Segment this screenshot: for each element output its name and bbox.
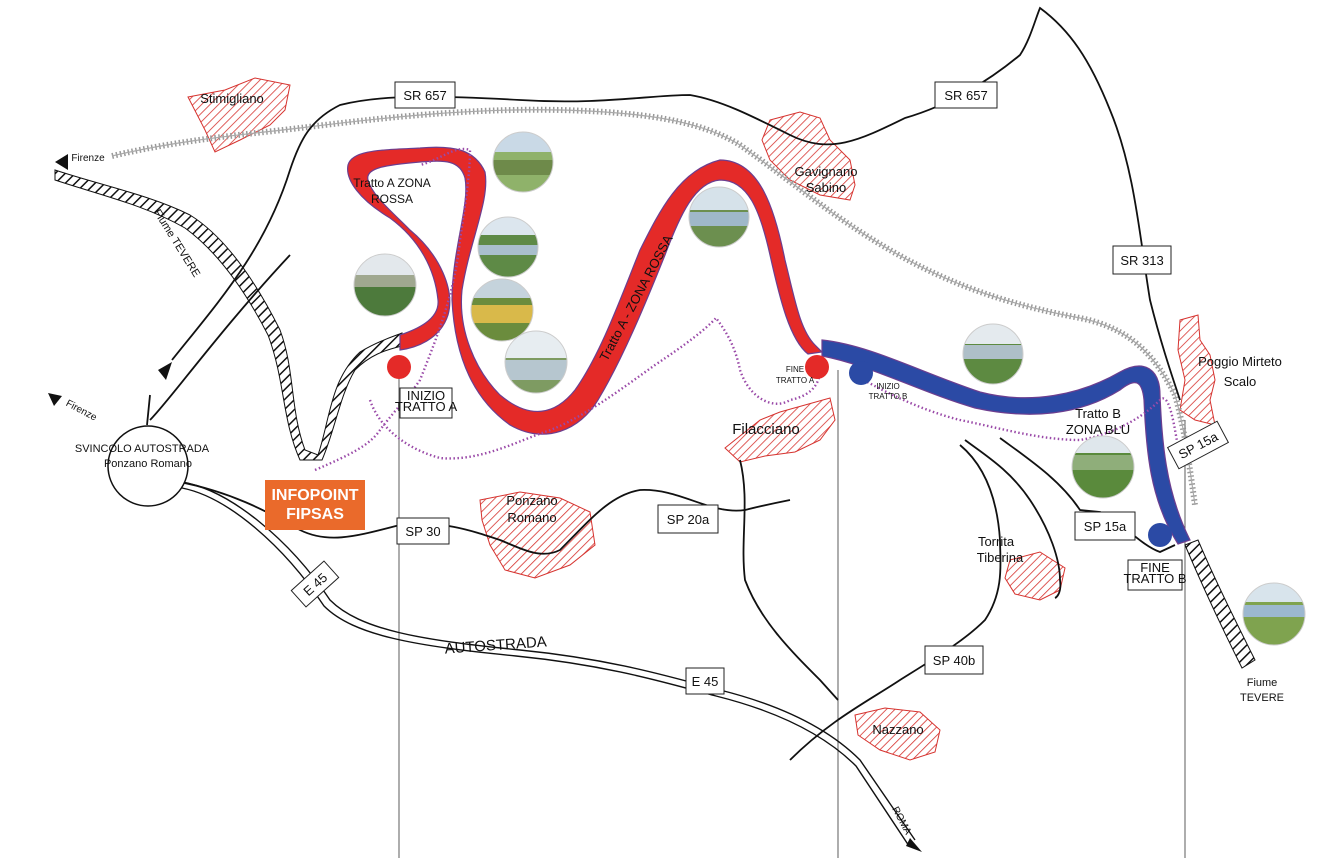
fine-a-dot <box>805 355 829 379</box>
label-fine-a-2: TRATTO A <box>776 376 815 385</box>
road-svincolo <box>146 254 291 426</box>
road-sp15a <box>999 437 1176 553</box>
label-gavignano-1: Gavignano <box>795 164 858 179</box>
label-ponzano-1: Ponzano <box>506 493 557 508</box>
label-sp15a-bottom: SP 15a <box>1074 511 1136 541</box>
road-torrita <box>964 439 1062 599</box>
road-filacciano-south <box>739 459 839 701</box>
label-nazzano: Nazzano <box>872 722 923 737</box>
label-inizio-b-1: INIZIO <box>876 382 900 391</box>
photo-4 <box>354 254 416 316</box>
photo-7 <box>963 324 1023 384</box>
label-fiume-2: TEVERE <box>1240 692 1284 704</box>
label-stimigliano: Stimigliano <box>200 91 264 106</box>
town-filacciano <box>724 397 836 463</box>
road-sr657 <box>171 6 1181 401</box>
photo-9 <box>1243 583 1305 645</box>
label-sr313: SR 313 <box>1112 245 1172 275</box>
arrow-north-icon <box>158 362 172 380</box>
label-sp15a-top: SP 15a <box>1166 420 1230 470</box>
zona-rossa-river <box>347 146 824 435</box>
svg-text:SP 15a: SP 15a <box>1084 519 1127 534</box>
infopoint-line1: INFOPOINT <box>271 487 359 504</box>
zona-blu-river <box>821 339 1191 545</box>
svg-text:TRATTO B: TRATTO B <box>1123 571 1186 586</box>
town-areas <box>187 77 1216 761</box>
photo-thumbnails <box>353 131 1306 646</box>
label-firenze-top: Firenze <box>71 153 105 164</box>
svg-text:SP 20a: SP 20a <box>667 512 710 527</box>
fine-b-dot <box>1148 523 1172 547</box>
grid-lines <box>398 370 1186 858</box>
photo-5 <box>471 279 533 341</box>
svg-text:TRATTO A: TRATTO A <box>395 399 458 414</box>
label-torrita-2: Tiberina <box>977 550 1024 565</box>
roads <box>146 6 1181 761</box>
road-sp40b <box>789 444 1002 761</box>
label-sp40b: SP 40b <box>924 645 984 675</box>
label-autostrada: AUTOSTRADA <box>444 633 547 657</box>
label-tratto-a-2: ROSSA <box>371 192 413 206</box>
arrow-firenze-left-icon <box>48 393 62 406</box>
label-tratto-a-1: Tratto A ZONA <box>353 176 431 190</box>
label-e45-left: E 45 <box>290 560 340 608</box>
label-fiume-1: Fiume <box>1247 677 1278 689</box>
label-sr657-left: SR 657 <box>394 81 456 109</box>
railway <box>111 106 1198 506</box>
label-tratto-b-1: Tratto B <box>1075 406 1121 421</box>
label-tratto-b-2: ZONA BLU <box>1066 422 1130 437</box>
label-gavignano-2: Sabino <box>806 180 846 195</box>
label-poggio-2: Scalo <box>1224 374 1257 389</box>
svg-text:INIZIO: INIZIO <box>407 388 445 403</box>
autostrada-e45 <box>181 481 916 847</box>
town-gavignano <box>761 111 856 201</box>
photo-2 <box>689 187 749 247</box>
infopoint-fipsas-box: INFOPOINT FIPSAS <box>265 480 365 530</box>
town-stimigliano <box>187 77 291 153</box>
river-tevere <box>54 169 1256 669</box>
direction-arrows <box>48 154 172 406</box>
label-sr657-right: SR 657 <box>934 81 998 109</box>
town-nazzano <box>854 707 941 761</box>
label-e45-right: E 45 <box>685 667 725 695</box>
inizio-b-dot <box>849 361 873 385</box>
label-svincolo-1: SVINCOLO AUTOSTRADA <box>75 443 210 455</box>
svg-text:SP 40b: SP 40b <box>933 653 975 668</box>
svg-text:SR 657: SR 657 <box>403 88 446 103</box>
label-firenze-left: Firenze <box>64 398 99 424</box>
svg-text:E 45: E 45 <box>692 674 719 689</box>
svg-text:SP 30: SP 30 <box>405 524 440 539</box>
label-svincolo-2: Ponzano Romano <box>104 458 192 470</box>
label-filacciano: Filacciano <box>732 421 800 438</box>
label-torrita-1: Torrita <box>978 534 1015 549</box>
label-sp20a: SP 20a <box>657 504 719 534</box>
label-fine-a-1: FINE <box>786 365 804 374</box>
label-tratto-a-curved: Tratto A - ZONA ROSSA <box>596 232 675 363</box>
dotted-access-path <box>314 147 1182 472</box>
photo-3 <box>478 217 538 277</box>
photo-8 <box>1072 436 1134 498</box>
svg-text:FINE: FINE <box>1140 560 1170 575</box>
svg-text:SR 313: SR 313 <box>1120 253 1163 268</box>
town-poggio-mirteto <box>1177 314 1216 426</box>
svincolo-circle <box>107 425 189 507</box>
inizio-a-dot <box>387 355 411 379</box>
section-markers <box>387 355 1172 547</box>
label-inizio-b-2: TRATTO B <box>869 392 908 401</box>
infopoint-line2: FIPSAS <box>286 506 344 523</box>
arrow-firenze-top-icon <box>55 154 68 170</box>
label-ponzano-2: Romano <box>507 510 556 525</box>
arrow-roma-icon <box>906 838 922 852</box>
photo-1 <box>493 132 553 192</box>
label-poggio-1: Poggio Mirteto <box>1198 354 1282 369</box>
town-torrita <box>1004 551 1066 601</box>
svg-text:SR 657: SR 657 <box>944 88 987 103</box>
label-sp30: SP 30 <box>396 517 450 545</box>
